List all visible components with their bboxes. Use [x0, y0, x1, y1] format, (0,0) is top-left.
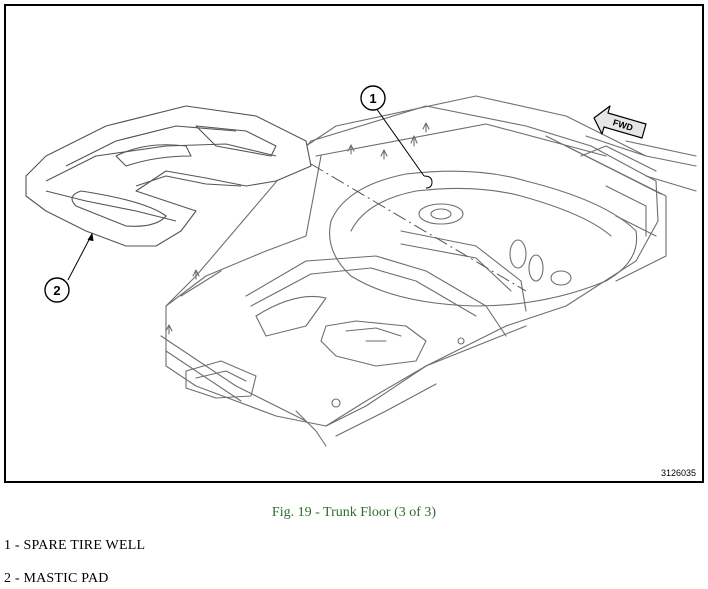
trunk-floor-illustration: 1 2 FWD [25, 85, 697, 447]
callout-1-leader [375, 107, 425, 177]
fwd-arrow: FWD [593, 105, 647, 139]
mastic-pad [25, 105, 312, 247]
legend-item-spare-tire-well: 1 - SPARE TIRE WELL [4, 538, 146, 553]
floor-bracket [320, 320, 427, 367]
callout-1: 1 [360, 85, 386, 111]
left-rail [165, 155, 322, 307]
figure-id-code: 3126035 [660, 468, 696, 478]
figure-frame: 1 2 FWD 3126035 [4, 4, 704, 483]
callout-2: 2 [44, 277, 70, 303]
spare-tire-well [329, 170, 638, 307]
rear-panel-edge [315, 123, 607, 157]
right-rail [545, 135, 667, 282]
trunk-floor-outline [165, 105, 659, 427]
callout-2-leader [67, 233, 93, 281]
lower-pocket [185, 360, 257, 399]
center-channel [245, 255, 507, 337]
legend-item-mastic-pad: 2 - MASTIC PAD [4, 571, 109, 586]
callout-2-number: 2 [53, 283, 60, 298]
rear-sill [305, 95, 647, 157]
figure-caption: Fig. 19 - Trunk Floor (3 of 3) [271, 505, 437, 520]
alignment-line [310, 163, 527, 292]
callout-1-number: 1 [369, 91, 376, 106]
